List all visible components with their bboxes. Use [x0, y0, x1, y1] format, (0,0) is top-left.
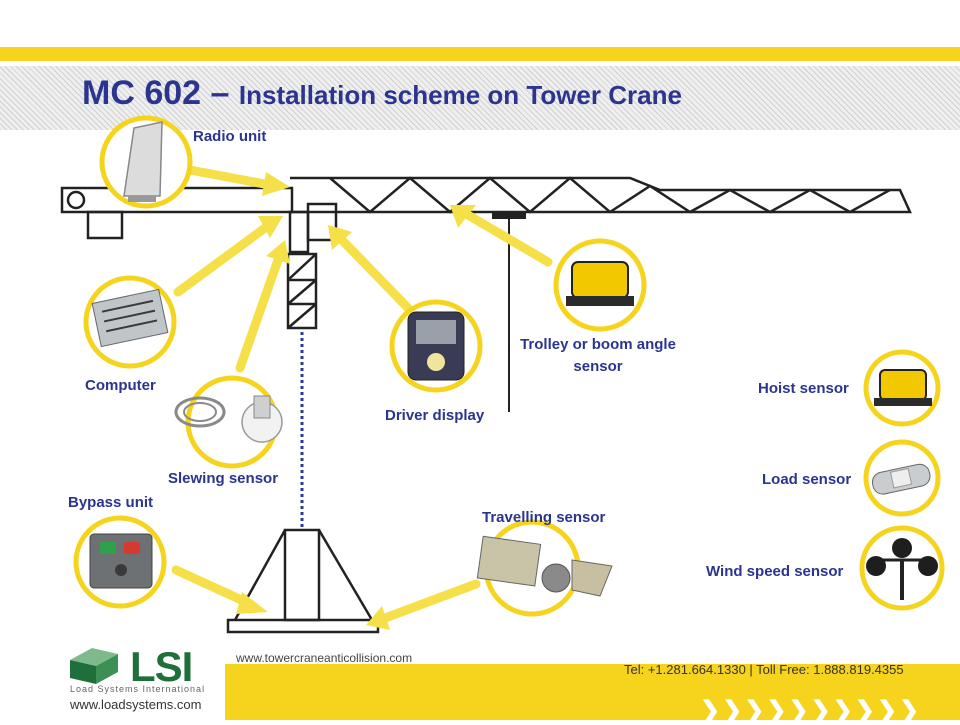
footer-contact: Tel: +1.281.664.1330 | Toll Free: 1.888.…	[624, 662, 904, 677]
crane-mast	[286, 252, 318, 330]
radio-unit-icon	[99, 115, 193, 209]
label-travelling-sensor: Travelling sensor	[482, 509, 606, 526]
slewing-sensor-icon	[174, 375, 283, 469]
label-radio-unit: Radio unit	[193, 128, 267, 145]
crane-base	[226, 528, 380, 634]
label-trolley-sensor: Trolley or boom angle sensor	[508, 336, 688, 375]
label-driver-display: Driver display	[385, 407, 485, 424]
crane-jib	[60, 176, 912, 254]
lsi-logo-text: LSI	[130, 643, 193, 690]
label-trolley-sensor-line1: Trolley or boom angle	[520, 336, 676, 353]
footer-band	[225, 664, 960, 720]
wind-speed-sensor-icon	[859, 525, 945, 611]
computer-icon	[83, 275, 177, 369]
page-title: MC 602 – Installation scheme on Tower Cr…	[82, 74, 682, 113]
bypass-unit-icon	[73, 515, 167, 609]
label-trolley-sensor-line2: sensor	[573, 358, 623, 375]
label-computer: Computer	[85, 377, 156, 394]
lsi-logo-mark	[70, 648, 118, 684]
label-load-sensor: Load sensor	[762, 471, 852, 488]
lsi-logo-subtext: Load Systems International	[70, 684, 206, 694]
label-hoist-sensor: Hoist sensor	[758, 380, 849, 397]
label-slewing-sensor: Slewing sensor	[168, 470, 279, 487]
title-sub: Installation scheme on Tower Crane	[238, 80, 682, 110]
lsi-logo-url[interactable]: www.loadsystems.com	[70, 697, 202, 712]
footer-chevrons: ❯❯❯❯❯❯❯❯❯❯	[700, 697, 922, 724]
travelling-sensor-icon	[476, 519, 613, 617]
trolley-sensor-icon	[553, 238, 647, 332]
driver-display-icon	[389, 299, 483, 393]
trolley	[492, 213, 526, 219]
label-wind-speed-sensor: Wind speed sensor	[706, 563, 844, 580]
arrows	[171, 165, 553, 630]
top-yellow-bar	[0, 47, 960, 61]
title-main: MC 602 –	[82, 74, 239, 112]
load-sensor-icon	[863, 439, 941, 517]
hoist-sensor-icon	[863, 349, 941, 427]
footer-website[interactable]: www.towercraneanticollision.com	[236, 651, 413, 665]
label-bypass-unit: Bypass unit	[68, 494, 154, 511]
